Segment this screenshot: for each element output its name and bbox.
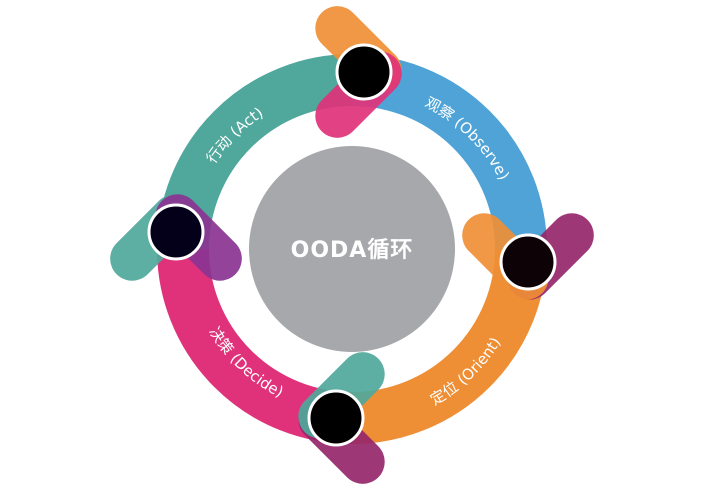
transition-node-top	[315, 6, 402, 138]
dark-node-icon	[307, 389, 365, 447]
dark-node-icon	[147, 203, 205, 261]
dark-node-icon	[499, 233, 557, 291]
transition-node-bottom	[298, 352, 385, 484]
transition-node-left	[110, 194, 242, 281]
center-title: OODA循环	[291, 237, 414, 263]
dark-node-icon	[335, 43, 393, 101]
transition-node-right	[462, 213, 594, 300]
center-circle	[249, 146, 455, 352]
